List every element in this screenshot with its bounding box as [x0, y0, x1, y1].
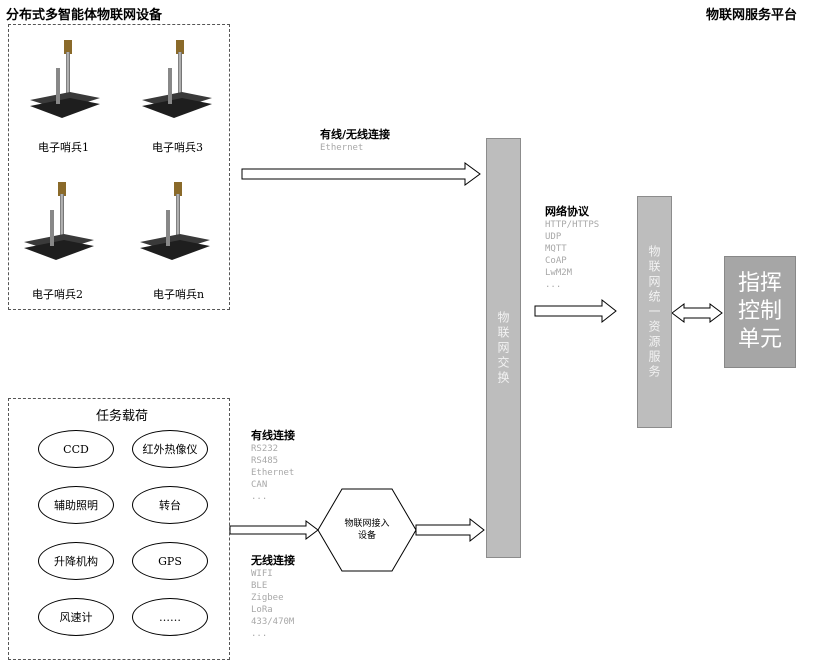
iot-switch-label: 物联网交换 [496, 310, 510, 386]
payload-to-gateway-arrow [229, 520, 319, 540]
wired-protocol: RS485 [251, 456, 279, 466]
wireless-protocol: 433/470M [251, 617, 295, 627]
devices-title: 分布式多智能体物联网设备 [6, 8, 163, 23]
payload-item-thermal: 红外热像仪 [132, 430, 208, 468]
network-protocol-list: HTTP/HTTPS UDP MQTT CoAP LwM2M ... [545, 219, 599, 291]
wired-protocol: Ethernet [251, 468, 295, 478]
wired-protocol: RS232 [251, 444, 279, 454]
network-protocol-title: 网络协议 [545, 205, 589, 218]
platform-title: 物联网服务平台 [706, 8, 798, 23]
network-protocol: HTTP/HTTPS [545, 220, 600, 230]
sentry-2-image [24, 182, 94, 260]
iot-switch-bar: 物联网交换 [486, 138, 521, 558]
network-protocol: UDP [545, 232, 562, 242]
wired-protocol-list: RS232 RS485 Ethernet CAN ... [251, 443, 294, 503]
command-control-unit: 指挥控制单元 [724, 256, 796, 368]
network-protocol: MQTT [545, 244, 567, 254]
resource-service-label: 物联网统一资源服务 [647, 244, 661, 380]
device-group-box [8, 24, 230, 310]
sentry-n-label: 电子哨兵n [153, 288, 205, 301]
command-control-label: 指挥控制单元 [737, 271, 782, 352]
wireless-protocol: LoRa [251, 605, 273, 615]
wireless-protocol: BLE [251, 581, 268, 591]
devices-to-switch-arrow [241, 162, 481, 186]
sentry-3-label: 电子哨兵3 [152, 141, 203, 154]
payload-item-lighting: 辅助照明 [38, 486, 114, 524]
resource-service-bar: 物联网统一资源服务 [637, 196, 672, 428]
wireless-protocol: ... [251, 629, 268, 639]
payload-item-anemometer: 风速计 [38, 598, 114, 636]
wireless-protocol: WIFI [251, 569, 273, 579]
wired-protocol: CAN [251, 480, 268, 490]
gateway-to-switch-arrow [415, 517, 485, 543]
switch-to-resource-arrow [534, 298, 617, 324]
network-protocol: LwM2M [545, 268, 573, 278]
sentry-1-image [30, 40, 100, 118]
wireless-protocol: Zigbee [251, 593, 284, 603]
payload-item-more: …… [132, 598, 208, 636]
wireless-protocol-list: WIFI BLE Zigbee LoRa 433/470M ... [251, 568, 294, 640]
wired-title: 有线连接 [251, 429, 295, 442]
network-protocol: CoAP [545, 256, 567, 266]
upper-link-protocol: Ethernet [320, 143, 364, 153]
sentry-3-image [142, 40, 212, 118]
payload-item-lift: 升降机构 [38, 542, 114, 580]
payload-item-ccd: CCD [38, 430, 114, 468]
network-protocol: ... [545, 280, 562, 290]
payload-title: 任务载荷 [96, 409, 149, 424]
sentry-n-image [140, 182, 210, 260]
gateway-label: 物联网接入设备 [344, 519, 390, 541]
wired-protocol: ... [251, 492, 268, 502]
upper-link-title: 有线/无线连接 [320, 128, 391, 141]
payload-item-turntable: 转台 [132, 486, 208, 524]
sentry-2-label: 电子哨兵2 [32, 288, 83, 301]
payload-item-gps: GPS [132, 542, 208, 580]
wireless-title: 无线连接 [251, 554, 295, 567]
resource-command-double-arrow [671, 303, 723, 323]
sentry-1-label: 电子哨兵1 [38, 141, 89, 154]
payload-group-box [8, 398, 230, 660]
